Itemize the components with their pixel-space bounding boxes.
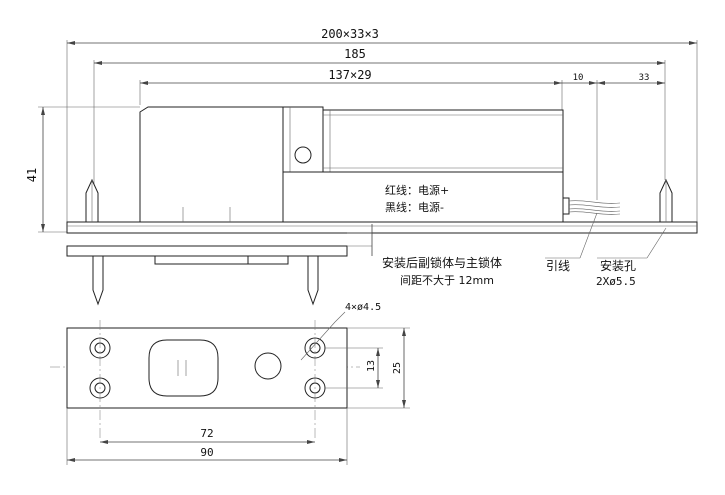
dim-41-label: 41 <box>25 168 39 182</box>
holes-spec-label: 4×ø4.5 <box>345 302 381 313</box>
lead-wire-label: 引线 <box>546 259 570 273</box>
base-plate-side <box>66 221 698 234</box>
dim-25-label: 25 <box>392 362 403 374</box>
dimension-90: 90 <box>66 408 348 465</box>
dim-body-label: 137×29 <box>328 68 371 82</box>
dimension-41: 41 <box>25 106 140 233</box>
dimension-185: 185 <box>93 47 666 210</box>
dimension-33: 33 <box>597 73 665 85</box>
bottom-plate-view <box>50 320 360 440</box>
holes-callout: 4×ø4.5 <box>300 302 381 361</box>
gap-note-line1: 安装后副锁体与主锁体 <box>382 255 502 270</box>
black-wire-label: 黑线：电源- <box>385 200 444 214</box>
dim-33-label: 33 <box>639 73 650 83</box>
dim-10-label: 10 <box>573 73 584 83</box>
dimension-overall: 200×33×3 <box>66 27 698 225</box>
right-pin-top <box>659 178 673 223</box>
lead-wire-callout: 引线 <box>545 212 598 273</box>
dim-13-label: 13 <box>366 360 377 372</box>
dim-185-label: 185 <box>344 47 366 61</box>
sensor-hole <box>254 352 282 380</box>
red-wire-label: 红线：电源+ <box>385 183 449 197</box>
dimension-body: 137×29 <box>139 68 563 110</box>
dim-72-label: 72 <box>200 427 213 440</box>
mount-hole-label: 安装孔 <box>600 258 636 273</box>
dim-90-label: 90 <box>200 446 213 459</box>
lead-wires <box>568 200 621 215</box>
gap-note-line2: 间距不大于 12mm <box>400 273 494 287</box>
lock-body-side <box>139 106 570 223</box>
mount-hole-spec: 2Xø5.5 <box>596 275 636 288</box>
dim-overall-label: 200×33×3 <box>321 27 379 41</box>
dimension-72: 72 <box>100 427 315 444</box>
bolt-slot <box>148 339 219 397</box>
gap-dimension: 安装后副锁体与主锁体 间距不大于 12mm <box>347 224 502 287</box>
left-pin-top <box>85 178 99 223</box>
mount-hole-callout: 安装孔 2Xø5.5 <box>596 227 667 288</box>
secondary-lock-side <box>66 245 348 306</box>
dimension-25: 25 <box>347 327 410 409</box>
dimension-10: 10 <box>562 73 598 200</box>
dimension-13: 13 <box>325 347 383 389</box>
